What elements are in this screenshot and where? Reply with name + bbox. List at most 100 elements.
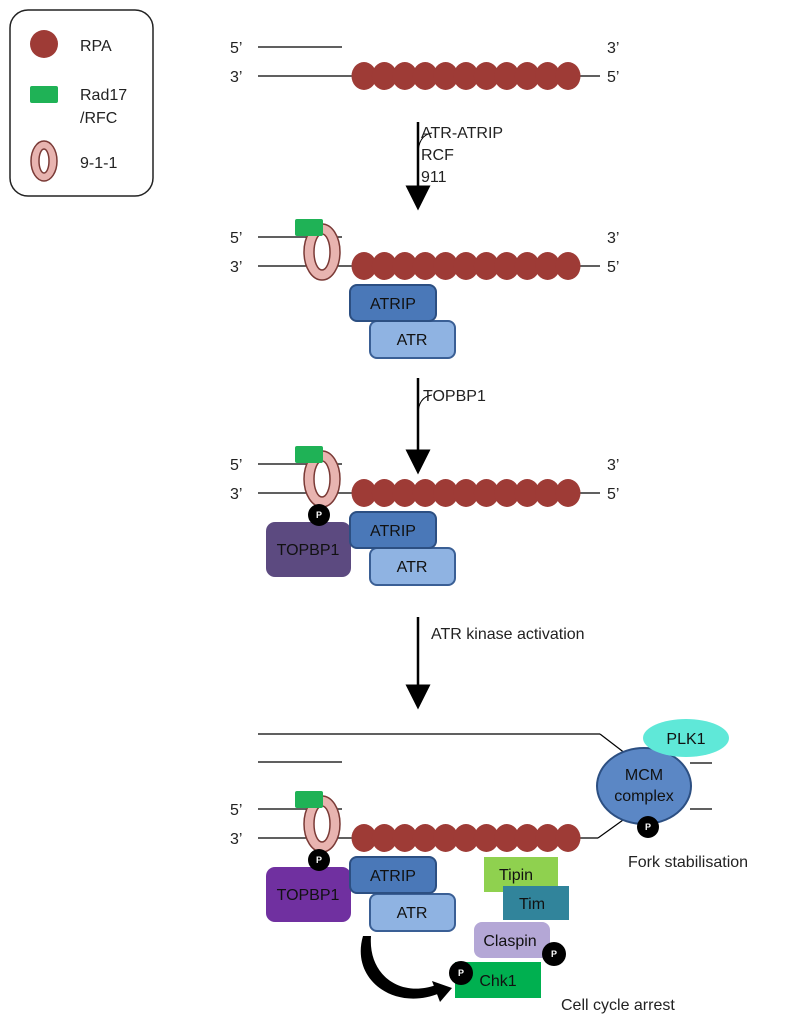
topbp1-box: [266, 522, 351, 577]
activation-curved-arrow: [360, 936, 440, 999]
label-3prime: 3’: [607, 457, 619, 474]
label-5prime: 5’: [607, 486, 619, 503]
step1-label-3: 911: [421, 169, 447, 186]
label-3prime: 3’: [607, 230, 619, 247]
cell-cycle-arrest-label: Cell cycle arrest: [561, 997, 675, 1014]
claspin-box: [474, 922, 550, 958]
rpa-bead: [494, 824, 520, 852]
nine11-legend-hole: [38, 148, 50, 174]
atrip-box: [349, 511, 437, 549]
rpa-bead: [412, 479, 438, 507]
rpa-legend-icon: [30, 30, 58, 58]
step3-label: ATR kinase activation: [431, 626, 585, 643]
legend-911-label: 9-1-1: [80, 155, 117, 172]
plk1: [643, 719, 729, 757]
label-3prime: 3’: [607, 40, 619, 57]
legend-rpa-label: RPA: [80, 38, 112, 55]
rpa-bead: [494, 479, 520, 507]
rpa-bead: [392, 62, 418, 90]
atr-label: ATR: [397, 332, 428, 349]
rpa-chain: [351, 252, 581, 280]
phospho-label: P: [645, 822, 651, 832]
phospho-marker: [637, 816, 659, 838]
rpa-chain: [351, 62, 581, 90]
step2-label: TOPBP1: [423, 388, 486, 405]
claspin-label: Claspin: [483, 933, 536, 950]
rpa-chain: [351, 479, 581, 507]
label-3prime: 3’: [230, 69, 242, 86]
rpa-bead: [473, 252, 499, 280]
rpa-bead: [473, 824, 499, 852]
rpa-bead: [351, 479, 377, 507]
rad17-rfc: [295, 219, 323, 236]
rpa-bead: [392, 252, 418, 280]
topbp1-box: [266, 867, 351, 922]
panel-4: 5’ 3’ MCM complex PLK1 P Fork stabilisat…: [230, 719, 748, 1014]
rpa-bead: [351, 824, 377, 852]
rad17-legend-icon: [30, 86, 58, 103]
tipin-label: Tipin: [499, 867, 533, 884]
rpa-bead: [473, 62, 499, 90]
rpa-bead: [392, 479, 418, 507]
rpa-bead: [514, 252, 540, 280]
topbp1-label: TOPBP1: [277, 887, 340, 904]
atrip-label: ATRIP: [370, 523, 416, 540]
rpa-bead: [514, 824, 540, 852]
rpa-bead: [453, 252, 479, 280]
arrow-step-3: ATR kinase activation: [405, 617, 585, 710]
rpa-bead: [555, 62, 581, 90]
atrip-label: ATRIP: [370, 868, 416, 885]
label-5prime: 5’: [230, 40, 242, 57]
panel-2: 5’ 3’ 3’ 5’ ATR ATRIP: [230, 219, 619, 359]
tim-label: Tim: [519, 896, 545, 913]
phospho-marker: [308, 504, 330, 526]
label-5prime: 5’: [230, 802, 242, 819]
fork-stabilisation-label: Fork stabilisation: [628, 854, 748, 871]
arrow-step-1: ATR-ATRIP RCF 911: [405, 122, 503, 211]
label-5prime: 5’: [230, 230, 242, 247]
chk1-label: Chk1: [479, 973, 516, 990]
phospho-label: P: [551, 949, 557, 959]
rpa-bead: [433, 479, 459, 507]
panel-3: 5’ 3’ 3’ 5’ TOPBP1 P ATR ATRIP: [230, 446, 619, 586]
rad17-rfc: [295, 791, 323, 808]
rpa-bead: [535, 824, 561, 852]
rpa-bead: [412, 252, 438, 280]
label-5prime: 5’: [230, 457, 242, 474]
rpa-bead: [453, 62, 479, 90]
phospho-marker: [308, 849, 330, 871]
label-3prime: 3’: [230, 259, 242, 276]
phospho-marker: [449, 961, 473, 985]
mcm-label-1: MCM: [625, 767, 663, 784]
atr-label: ATR: [397, 905, 428, 922]
arrow-step-2: TOPBP1: [405, 378, 486, 475]
nine11-clamp-hole: [313, 460, 331, 498]
rpa-bead: [514, 479, 540, 507]
rpa-bead: [535, 62, 561, 90]
rpa-bead: [555, 479, 581, 507]
rpa-bead: [371, 252, 397, 280]
atrip-box: [349, 284, 437, 322]
label-3prime: 3’: [230, 831, 242, 848]
nine11-clamp-hole: [313, 805, 331, 843]
nine11-clamp-hole: [313, 233, 331, 271]
atr-label: ATR: [397, 559, 428, 576]
rpa-bead: [412, 824, 438, 852]
plk1-label: PLK1: [666, 731, 705, 748]
rpa-bead: [453, 479, 479, 507]
phospho-label: P: [316, 510, 322, 520]
rpa-bead: [371, 62, 397, 90]
phospho-marker: [542, 942, 566, 966]
step1-label-1: ATR-ATRIP: [421, 125, 503, 142]
rpa-bead: [535, 479, 561, 507]
rad17-rfc: [295, 446, 323, 463]
label-3prime: 3’: [230, 486, 242, 503]
rpa-bead: [514, 62, 540, 90]
legend-rad17-label-2: /RFC: [80, 110, 117, 127]
rpa-bead: [453, 824, 479, 852]
panel-1: 5’ 3’ 3’ 5’: [230, 40, 619, 90]
topbp1-label: TOPBP1: [277, 542, 340, 559]
rpa-bead: [555, 824, 581, 852]
rpa-bead: [351, 62, 377, 90]
